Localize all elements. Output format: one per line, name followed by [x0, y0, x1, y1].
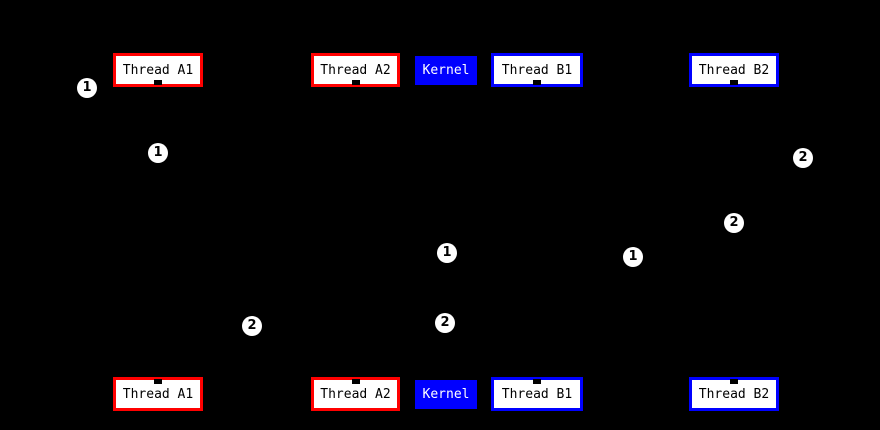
node-thread-a1-top: Thread A1: [113, 53, 203, 87]
lifeline-notch: [154, 80, 162, 85]
node-kernel-bottom: Kernel: [415, 380, 477, 409]
node-label: Thread A1: [122, 386, 194, 402]
node-label: Thread B1: [501, 386, 573, 402]
step-marker-3: 2: [793, 148, 813, 168]
node-thread-b2-top: Thread B2: [689, 53, 779, 87]
node-label: Thread A2: [320, 386, 391, 402]
node-thread-a2-bottom: Thread A2: [311, 377, 400, 411]
step-marker-2: 1: [148, 143, 168, 163]
step-marker-7: 2: [435, 313, 455, 333]
step-marker-4: 2: [724, 213, 744, 233]
node-label: Thread A1: [122, 62, 194, 78]
step-marker-1: 1: [77, 78, 97, 98]
step-marker-6: 1: [623, 247, 643, 267]
lifeline-notch: [533, 80, 541, 85]
node-thread-a1-bottom: Thread A1: [113, 377, 203, 411]
lifeline-notch: [154, 379, 162, 384]
node-thread-b1-bottom: Thread B1: [491, 377, 583, 411]
node-label: Thread B2: [698, 386, 770, 402]
node-thread-b1-top: Thread B1: [491, 53, 583, 87]
step-marker-5: 1: [437, 243, 457, 263]
node-label: Thread B1: [501, 62, 573, 78]
node-thread-b2-bottom: Thread B2: [689, 377, 779, 411]
lifeline-notch: [533, 379, 541, 384]
node-kernel-top: Kernel: [415, 56, 477, 85]
node-thread-a2-top: Thread A2: [311, 53, 400, 87]
lifeline-notch: [351, 80, 360, 85]
lifeline-notch: [351, 379, 360, 384]
node-label: Thread A2: [320, 62, 391, 78]
node-label: Kernel: [422, 387, 470, 402]
lifeline-notch: [730, 80, 738, 85]
node-label: Kernel: [422, 63, 470, 78]
lifeline-notch: [730, 379, 738, 384]
node-label: Thread B2: [698, 62, 770, 78]
step-marker-8: 2: [242, 316, 262, 336]
